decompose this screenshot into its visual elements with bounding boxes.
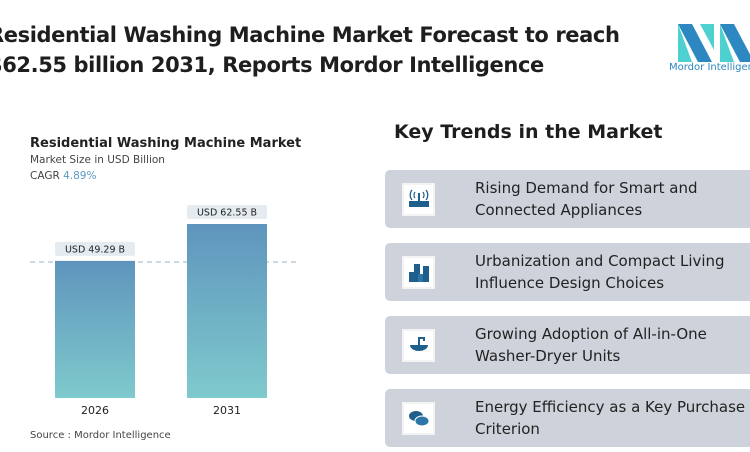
- data-label: USD 49.29 B: [65, 244, 125, 255]
- trend-text: Urbanization and Compact Living Influenc…: [475, 252, 725, 292]
- sink-faucet-icon: [402, 328, 435, 362]
- bar-chart: USD 49.29 B 2026 USD 62.55 B 2031: [30, 205, 298, 417]
- source: Source : Mordor Intelligence: [30, 430, 171, 441]
- data-label-bg: [55, 241, 135, 256]
- city-buildings-icon: [402, 255, 435, 289]
- bar-2031: [187, 224, 267, 398]
- x-tick-label: 2026: [81, 404, 109, 417]
- title-line-1: Residential Washing Machine Market Forec…: [0, 23, 620, 47]
- data-label-bg: [187, 205, 267, 219]
- trend-text: Growing Adoption of All-in-One Washer-Dr…: [475, 325, 707, 365]
- x-tick-label: 2031: [213, 404, 241, 417]
- chart-subtitle: Market Size in USD Billion: [30, 154, 165, 166]
- trends-title: Key Trends in the Market: [394, 121, 663, 143]
- cagr: CAGR 4.89%: [30, 170, 96, 182]
- trend-text: Rising Demand for Smart and Connected Ap…: [475, 179, 698, 219]
- cagr-label: CAGR: [30, 170, 60, 182]
- data-label: USD 62.55 B: [197, 208, 257, 219]
- mordor-logo: [678, 24, 750, 62]
- logo-text: Mordor Intelligence: [669, 62, 750, 73]
- cagr-value: 4.89%: [63, 170, 97, 182]
- title-line-2: $62.55 billion 2031, Reports Mordor Inte…: [0, 53, 544, 77]
- trend-card: Rising Demand for Smart and Connected Ap…: [385, 170, 750, 228]
- wifi-router-icon: [402, 182, 435, 216]
- trend-card: Growing Adoption of All-in-One Washer-Dr…: [385, 316, 750, 374]
- trend-text: Energy Efficiency as a Key Purchase Crit…: [475, 398, 746, 438]
- coins-icon: [402, 401, 435, 435]
- bar-2026: [55, 260, 135, 398]
- trend-card: Energy Efficiency as a Key Purchase Crit…: [385, 389, 750, 447]
- page-title: Residential Washing Machine Market Forec…: [0, 20, 620, 80]
- trend-card: Urbanization and Compact Living Influenc…: [385, 243, 750, 301]
- chart-title: Residential Washing Machine Market: [30, 136, 302, 151]
